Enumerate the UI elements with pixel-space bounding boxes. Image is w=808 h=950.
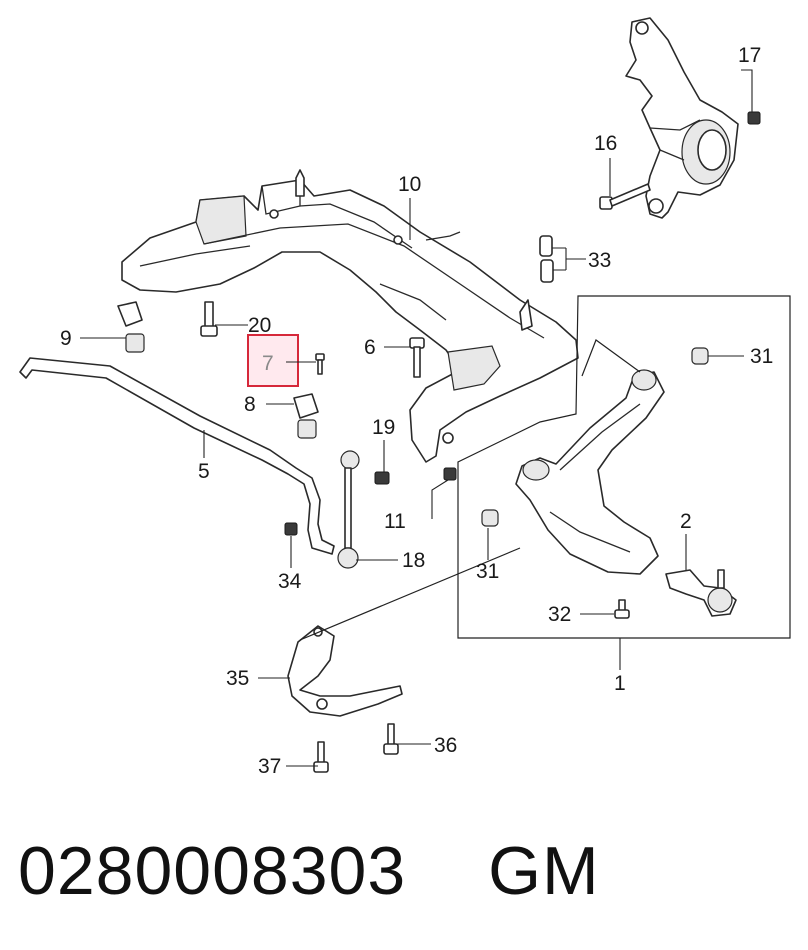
lower-control-arm[interactable] [515, 369, 665, 575]
callout-37[interactable]: 37 [258, 755, 281, 778]
nut-17[interactable] [747, 111, 761, 125]
callout-31-top[interactable]: 31 [750, 345, 773, 368]
callout-33[interactable]: 33 [588, 249, 611, 272]
callout-35[interactable]: 35 [226, 667, 249, 690]
callout-20[interactable]: 20 [248, 314, 271, 337]
bolt-37[interactable] [313, 741, 329, 773]
stabilizer-link[interactable] [337, 450, 360, 569]
callout-18[interactable]: 18 [402, 549, 425, 572]
nut-19[interactable] [374, 471, 390, 485]
part-footer: 0280008303 GM [18, 832, 600, 912]
bolt-36[interactable] [383, 723, 399, 755]
callout-34[interactable]: 34 [278, 570, 302, 593]
callout-11[interactable]: 11 [384, 510, 406, 533]
leader-lines [80, 69, 753, 767]
bushing-33[interactable] [539, 235, 554, 283]
part-number: 0280008303 [18, 833, 407, 909]
callout-labels: 17 16 10 33 20 9 7 6 31 8 19 5 11 2 18 3… [60, 44, 773, 778]
callout-8[interactable]: 8 [244, 393, 256, 416]
bolt-32[interactable] [614, 599, 630, 619]
crossmember[interactable] [121, 169, 579, 463]
clamp-8[interactable] [293, 393, 319, 439]
projection-line-2 [581, 339, 641, 377]
projection-line-1 [299, 547, 521, 641]
callout-31-bottom[interactable]: 31 [476, 560, 499, 583]
brace-35[interactable] [287, 625, 403, 717]
steering-knuckle[interactable] [625, 17, 739, 219]
callout-17[interactable]: 17 [738, 44, 761, 67]
clamp-9[interactable] [117, 301, 145, 353]
callout-19[interactable]: 19 [372, 416, 395, 439]
bolt-16[interactable] [599, 183, 651, 210]
callout-1[interactable]: 1 [614, 672, 626, 695]
stabilizer-bar[interactable] [19, 357, 335, 555]
bushing-31-top[interactable] [691, 347, 709, 365]
control-arm-group-frame [457, 295, 791, 639]
callout-16[interactable]: 16 [594, 132, 617, 155]
bolt-6[interactable] [409, 337, 425, 378]
callout-9[interactable]: 9 [60, 327, 72, 350]
callout-32[interactable]: 32 [548, 603, 571, 626]
ball-joint[interactable] [665, 569, 737, 617]
callout-2[interactable]: 2 [680, 510, 692, 533]
nut-11[interactable] [443, 467, 457, 481]
bushing-31-bottom[interactable] [481, 509, 499, 527]
callout-5[interactable]: 5 [198, 460, 210, 483]
nut-34[interactable] [284, 522, 298, 536]
highlight-box [247, 334, 299, 387]
callout-7[interactable]: 7 [262, 352, 274, 375]
bolt-20[interactable] [200, 301, 218, 337]
brand-name: GM [488, 833, 600, 909]
bolt-7[interactable] [315, 353, 325, 375]
callout-10[interactable]: 10 [398, 173, 421, 196]
callout-36[interactable]: 36 [434, 734, 457, 757]
callout-6[interactable]: 6 [364, 336, 376, 359]
